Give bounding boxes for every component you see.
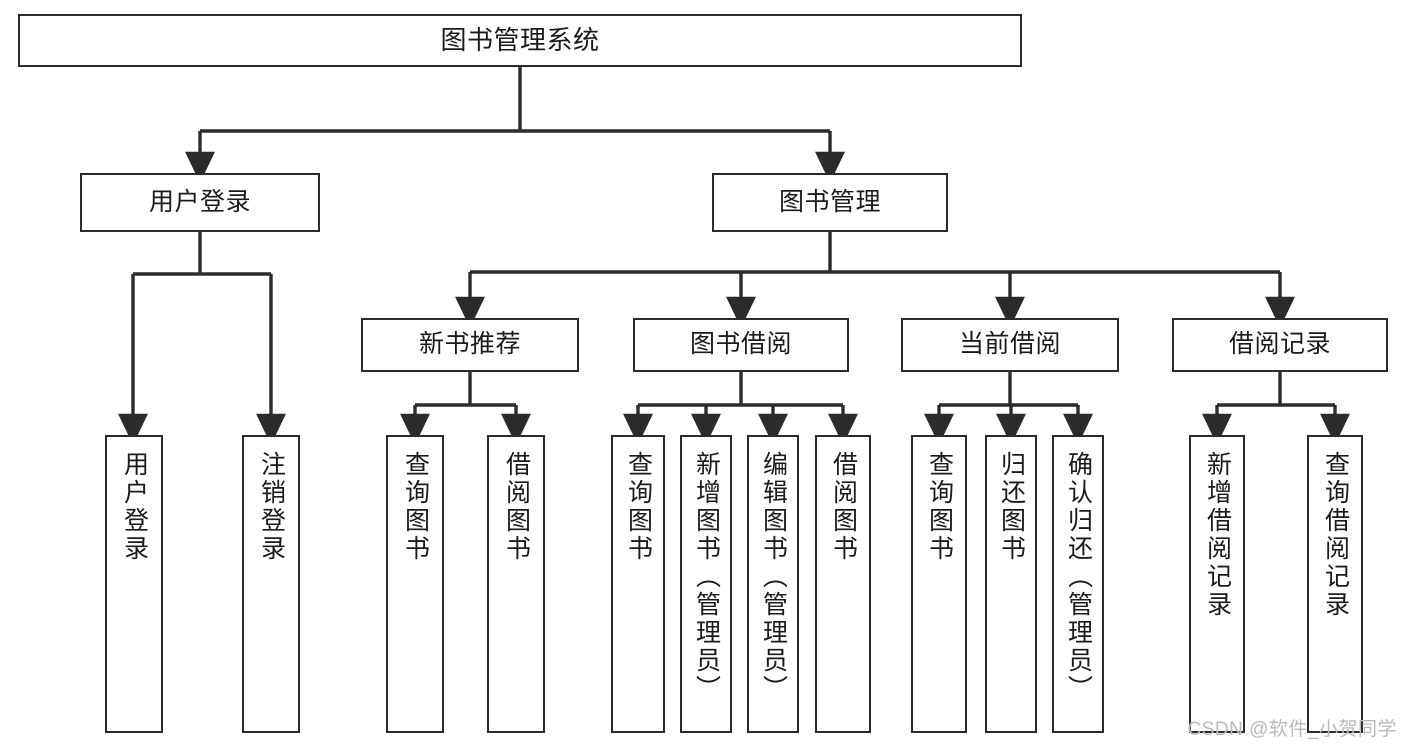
node-borrowing-record[interactable]: 借阅记录 [1172, 318, 1388, 372]
leaf-add-book-admin[interactable]: 新增图书（管理员） [680, 435, 732, 733]
node-label: 注销登录 [257, 451, 286, 563]
leaf-return-book[interactable]: 归还图书 [985, 435, 1037, 733]
leaf-recommendation-borrow-book[interactable]: 借阅图书 [487, 435, 545, 733]
node-label: 借阅记录 [1228, 330, 1331, 359]
node-label: 图书借阅 [689, 330, 792, 359]
leaf-user-logout[interactable]: 注销登录 [242, 435, 300, 733]
node-book-management[interactable]: 图书管理 [712, 173, 948, 232]
node-label: 编辑图书（管理员） [759, 451, 788, 703]
node-root-book-management-system[interactable]: 图书管理系统 [18, 14, 1022, 67]
node-label: 查询图书 [624, 451, 653, 563]
leaf-query-borrowing-record[interactable]: 查询借阅记录 [1307, 435, 1363, 733]
leaf-current-query-book[interactable]: 查询图书 [911, 435, 967, 733]
node-book-borrowing[interactable]: 图书借阅 [633, 318, 849, 372]
leaf-edit-book-admin[interactable]: 编辑图书（管理员） [747, 435, 799, 733]
node-label: 查询图书 [401, 451, 430, 563]
node-label: 归还图书 [997, 451, 1026, 563]
leaf-recommendation-query-book[interactable]: 查询图书 [386, 435, 444, 733]
csdn-watermark: CSDN @软件_小贺同学 [1187, 719, 1397, 740]
node-label: 用户登录 [148, 187, 251, 216]
leaf-add-borrowing-record[interactable]: 新增借阅记录 [1189, 435, 1245, 733]
node-current-borrowing[interactable]: 当前借阅 [901, 318, 1119, 372]
node-label: 新增图书（管理员） [692, 451, 721, 703]
node-label: 查询借阅记录 [1321, 451, 1350, 619]
leaf-user-login[interactable]: 用户登录 [105, 435, 163, 733]
node-label: 用户登录 [120, 451, 149, 563]
node-label: 查询图书 [925, 451, 954, 563]
node-label: 借阅图书 [502, 451, 531, 563]
node-label: 确认归还（管理员） [1064, 451, 1093, 703]
node-label: 借阅图书 [829, 451, 858, 563]
node-label: 新增借阅记录 [1203, 451, 1232, 619]
leaf-borrow-query-book[interactable]: 查询图书 [611, 435, 665, 733]
leaf-borrow-book[interactable]: 借阅图书 [815, 435, 871, 733]
node-user-login[interactable]: 用户登录 [80, 173, 320, 232]
leaf-confirm-return-admin[interactable]: 确认归还（管理员） [1052, 435, 1104, 733]
node-label: 新书推荐 [418, 330, 521, 359]
node-label: 图书管理系统 [440, 25, 600, 56]
node-label: 当前借阅 [958, 330, 1061, 359]
node-new-book-recommendation[interactable]: 新书推荐 [361, 318, 579, 372]
node-label: 图书管理 [778, 187, 881, 216]
